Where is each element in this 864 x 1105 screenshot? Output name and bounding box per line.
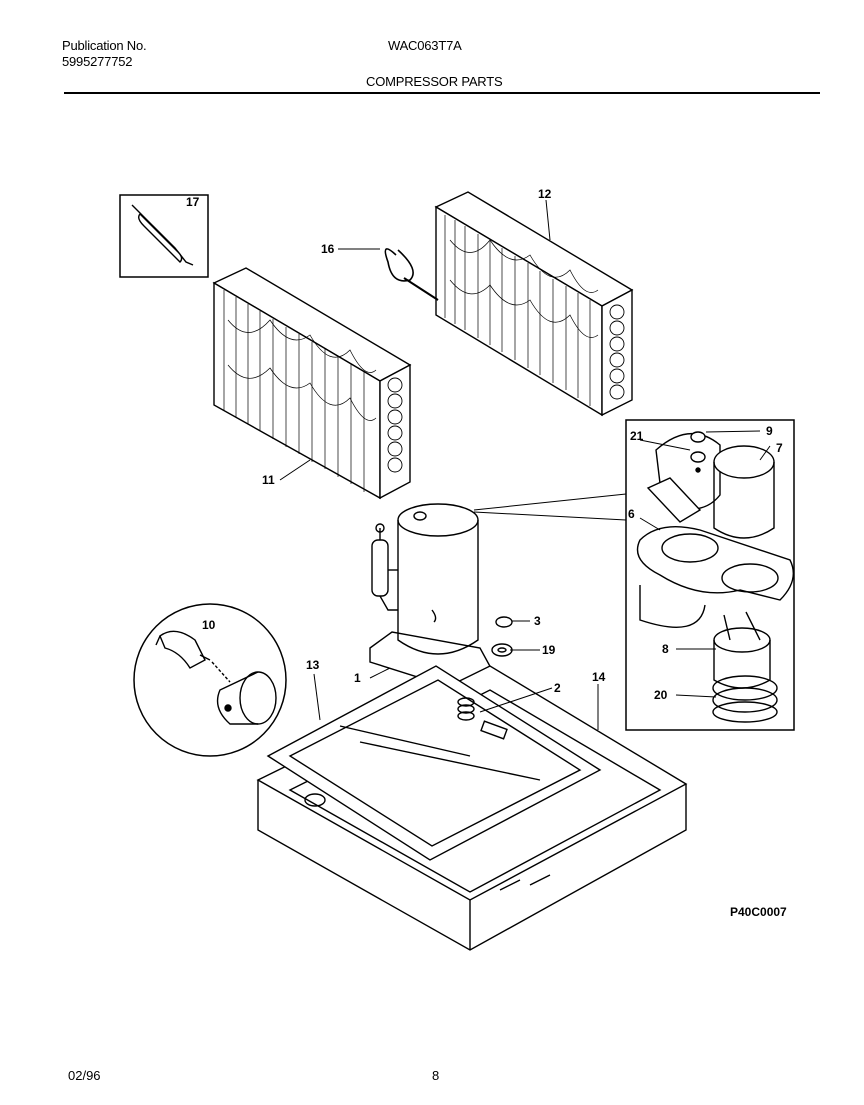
callout-1: 1 <box>354 671 361 685</box>
publication-label: Publication No. <box>62 38 147 53</box>
coil-11 <box>212 267 412 500</box>
callout-13: 13 <box>306 658 320 672</box>
callout-7: 7 <box>776 441 783 455</box>
publication-number: 5995277752 <box>62 54 133 69</box>
callout-14: 14 <box>592 670 606 684</box>
header-rule <box>64 92 820 94</box>
drawing-code: P40C0007 <box>730 905 787 919</box>
part-17-inset <box>119 194 209 278</box>
callout-9: 9 <box>766 424 773 438</box>
page-number: 8 <box>432 1068 440 1083</box>
section-title: COMPRESSOR PARTS <box>366 74 503 89</box>
callout-17: 17 <box>186 195 200 209</box>
footer-date: 02/96 <box>68 1068 101 1083</box>
grommets <box>491 616 513 657</box>
drain-pan-13 <box>266 665 602 861</box>
callout-6: 6 <box>628 507 635 521</box>
callout-10: 10 <box>202 618 216 632</box>
callout-16: 16 <box>321 242 335 256</box>
callout-20: 20 <box>654 688 668 702</box>
electrical-parts-inset <box>473 419 795 731</box>
model-number: WAC063T7A <box>388 38 462 53</box>
callout-21: 21 <box>630 429 644 443</box>
compressor-1 <box>369 503 493 693</box>
leader-lines <box>279 199 771 730</box>
callout-8: 8 <box>662 642 669 656</box>
spring-2 <box>457 697 475 721</box>
callout-2: 2 <box>554 681 561 695</box>
callout-3: 3 <box>534 614 541 628</box>
callout-19: 19 <box>542 643 556 657</box>
sensor-16 <box>384 248 439 301</box>
part-10-inset <box>133 603 287 757</box>
callout-11: 11 <box>262 473 275 487</box>
coil-12 <box>434 191 634 417</box>
callout-12: 12 <box>538 187 552 201</box>
